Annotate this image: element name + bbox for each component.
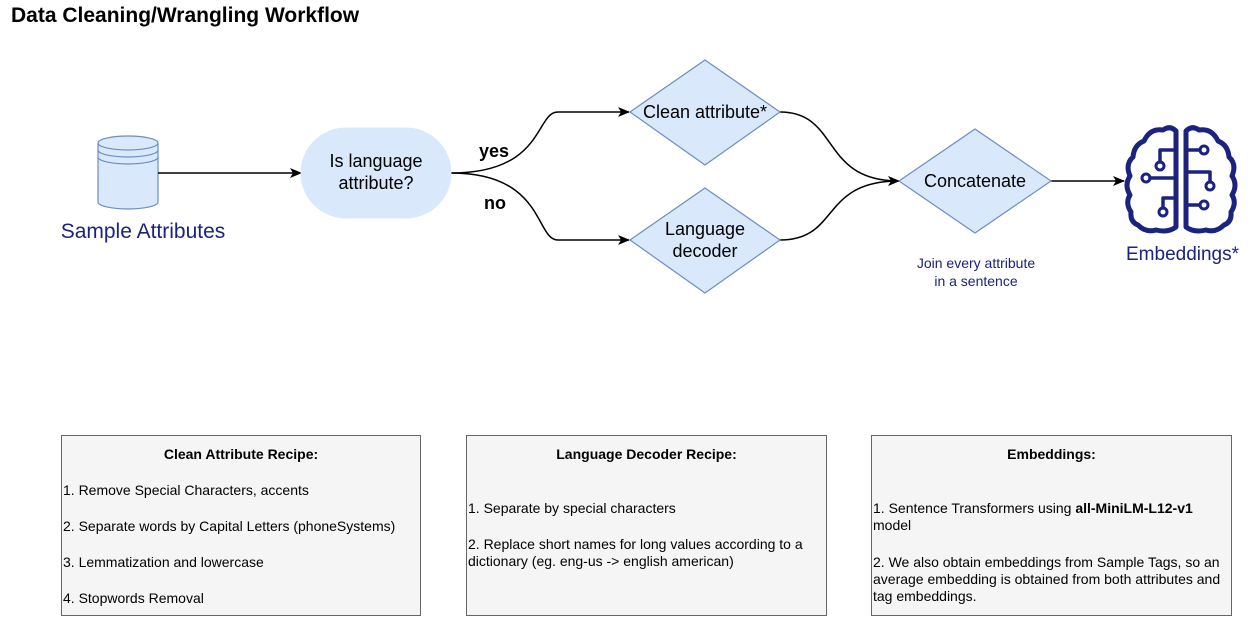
clean-recipe-item-2: 2. Separate words by Capital Letters (ph…	[63, 518, 396, 534]
embeddings-item1-prefix: 1. Sentence Transformers using	[873, 500, 1076, 516]
edge-label-no: no	[484, 193, 506, 213]
embeddings-item1-suffix: model	[873, 517, 912, 533]
model-name: all-MiniLM-L12-v1	[1075, 500, 1193, 516]
clean-attribute-diamond	[628, 59, 782, 166]
note-line1: Join every attribute	[916, 255, 1036, 271]
decoder-recipe-title: Language Decoder Recipe:	[556, 446, 737, 462]
concatenate-diamond	[897, 128, 1053, 234]
is-language-label: Is language attribute?	[301, 150, 451, 194]
edge-yes	[450, 107, 630, 174]
sample-attributes-label: Sample Attributes	[60, 220, 226, 243]
is-language-line1: Is language	[329, 151, 423, 171]
concatenate-note: Join every attribute in a sentence	[896, 254, 1056, 290]
clean-recipe-item-3: 3. Lemmatization and lowercase	[63, 554, 264, 570]
embeddings-recipe-box: Embeddings: 1. Sentence Transformers usi…	[871, 435, 1232, 616]
is-language-line2: attribute?	[338, 173, 414, 193]
edge-decoder-to-concat	[779, 180, 900, 241]
clean-attribute-recipe-box: Clean Attribute Recipe: 1. Remove Specia…	[61, 435, 421, 616]
embeddings-recipe-title: Embeddings:	[1007, 446, 1096, 462]
language-decoder-recipe-box: Language Decoder Recipe: 1. Separate by …	[466, 435, 827, 616]
embeddings-label: Embeddings*	[1126, 244, 1240, 265]
brain-circuit-icon	[1124, 125, 1238, 234]
edge-clean-to-concat	[779, 111, 900, 186]
clean-recipe-title: Clean Attribute Recipe:	[163, 446, 319, 462]
language-decoder-line2: decoder	[672, 241, 738, 261]
language-decoder-diamond	[628, 187, 782, 294]
page-title: Data Cleaning/Wrangling Workflow	[11, 4, 360, 27]
clean-attribute-label: Clean attribute*	[642, 102, 768, 122]
decision-node-shape	[300, 127, 452, 219]
edge-no	[450, 172, 630, 245]
clean-recipe-item-4: 4. Stopwords Removal	[63, 590, 204, 606]
note-line2: in a sentence	[934, 273, 1018, 289]
edge-label-yes: yes	[479, 141, 510, 161]
embeddings-recipe-item-1: 1. Sentence Transformers using all-MiniL…	[873, 500, 1229, 534]
language-decoder-line1: Language	[664, 219, 746, 239]
clean-recipe-item-1: 1. Remove Special Characters, accents	[63, 482, 309, 498]
concatenate-label: Concatenate	[923, 171, 1027, 191]
embeddings-recipe-item-2: 2. We also obtain embeddings from Sample…	[873, 554, 1221, 604]
decoder-recipe-item-2: 2. Replace short names for long values a…	[468, 536, 803, 569]
database-icon	[97, 135, 159, 210]
decoder-recipe-item-1: 1. Separate by special characters	[468, 500, 676, 516]
language-decoder-label: Language decoder	[630, 218, 780, 262]
